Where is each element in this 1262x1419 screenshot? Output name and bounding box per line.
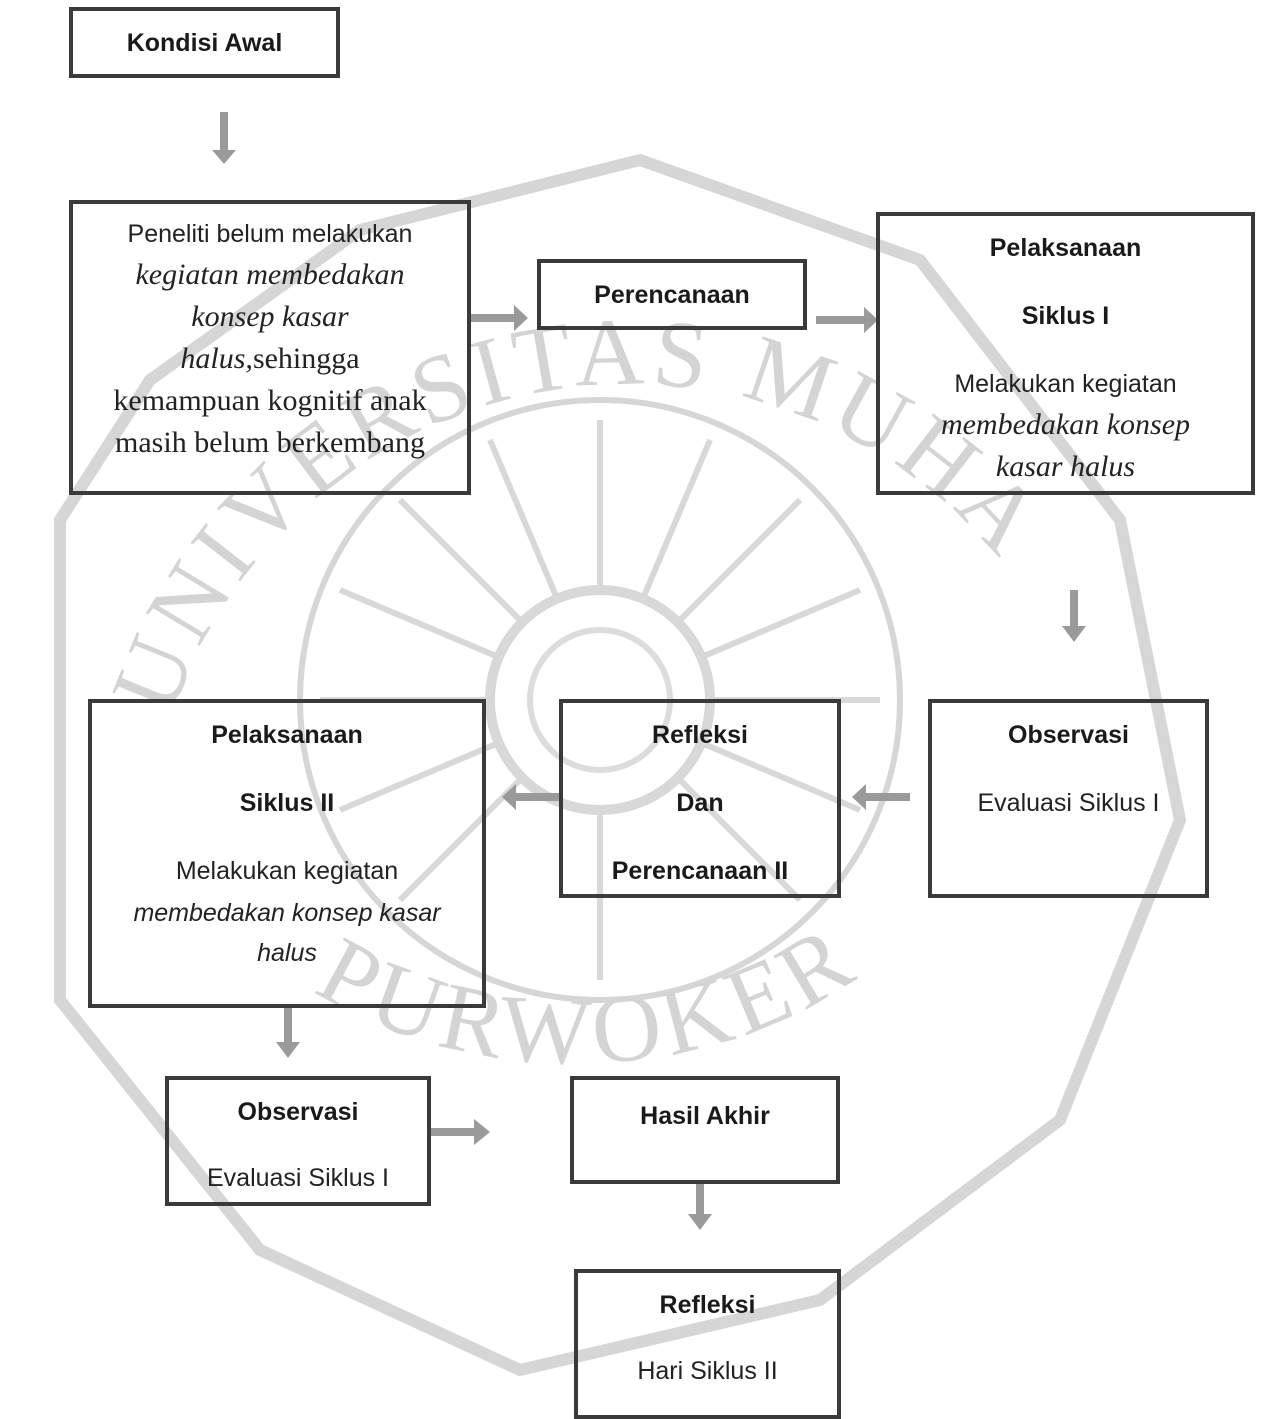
pelaksanaan-siklus-2-box: Pelaksanaan Siklus II Melakukan kegiatan… (88, 699, 486, 1008)
pelaksanaan1-line-1: Melakukan kegiatan (954, 370, 1177, 398)
refleksi-akhir-title: Refleksi (659, 1291, 756, 1319)
observasi-2-box: Observasi Evaluasi Siklus I (165, 1076, 431, 1206)
description-line-3: konsep kasar (191, 300, 349, 333)
observasi2-text: Evaluasi Siklus I (206, 1164, 390, 1192)
description-line-5: kemampuan kognitif anak (113, 384, 427, 417)
pelaksanaan1-subtitle: Siklus I (1021, 302, 1110, 330)
pelaksanaan-siklus-1-box: Pelaksanaan Siklus I Melakukan kegiatan … (876, 212, 1255, 495)
description-line-1: Peneliti belum melakukan (127, 220, 413, 248)
description-line-6: masih belum berkembang (115, 426, 425, 459)
pelaksanaan2-line-2: membedakan konsep kasar (133, 899, 441, 927)
arrow-down-refleksi-akhir (688, 1182, 712, 1230)
description-line-4: halus,sehingga (73, 342, 467, 376)
arrow-right-hasil-akhir (430, 1119, 490, 1145)
hasil-akhir-title: Hasil Akhir (640, 1102, 770, 1130)
observasi2-title: Observasi (237, 1098, 359, 1126)
refleksi-akhir-box: Refleksi Hari Siklus II (574, 1269, 841, 1419)
pelaksanaan2-line-3: halus (257, 939, 317, 967)
pelaksanaan1-line-3: kasar halus (995, 450, 1136, 483)
pelaksanaan2-line-1: Melakukan kegiatan (175, 857, 399, 885)
pelaksanaan1-line-2: membedakan konsep (940, 408, 1191, 441)
description-line-4-italic: halus, (180, 342, 253, 375)
description-line-2: kegiatan membedakan (135, 258, 405, 291)
pelaksanaan2-title: Pelaksanaan (211, 721, 363, 749)
arrow-left-refleksi (852, 784, 910, 810)
pelaksanaan2-subtitle: Siklus II (239, 789, 335, 817)
refleksi-dan: Dan (676, 789, 724, 817)
pelaksanaan1-title: Pelaksanaan (989, 234, 1142, 262)
arrow-right-pelaksanaan1 (816, 307, 878, 333)
kondisi-awal-title: Kondisi Awal (126, 29, 283, 57)
description-line-4-regular: sehingga (252, 342, 360, 375)
refleksi-title: Refleksi (652, 721, 748, 749)
kondisi-awal-box: Kondisi Awal (69, 7, 340, 78)
perencanaan-box: Perencanaan (537, 259, 807, 330)
perencanaan-title: Perencanaan (594, 281, 750, 309)
hasil-akhir-box: Hasil Akhir (570, 1076, 840, 1184)
refleksi-perencanaan-2: Perencanaan II (611, 857, 789, 885)
arrow-down-kondisi (212, 112, 236, 164)
observasi-1-box: Observasi Evaluasi Siklus I (928, 699, 1209, 898)
arrow-left-pelaksanaan2 (502, 784, 562, 810)
arrow-down-observasi1 (1062, 590, 1086, 642)
arrow-down-observasi2 (276, 1006, 300, 1058)
refleksi-perencanaan-2-box: Refleksi Dan Perencanaan II (559, 699, 841, 898)
observasi1-title: Observasi (1008, 721, 1129, 749)
refleksi-akhir-text: Hari Siklus II (637, 1357, 778, 1385)
kondisi-awal-description-box: Peneliti belum melakukan kegiatan membed… (69, 200, 471, 495)
observasi1-text: Evaluasi Siklus I (977, 789, 1160, 817)
arrow-right-perencanaan (470, 305, 528, 331)
